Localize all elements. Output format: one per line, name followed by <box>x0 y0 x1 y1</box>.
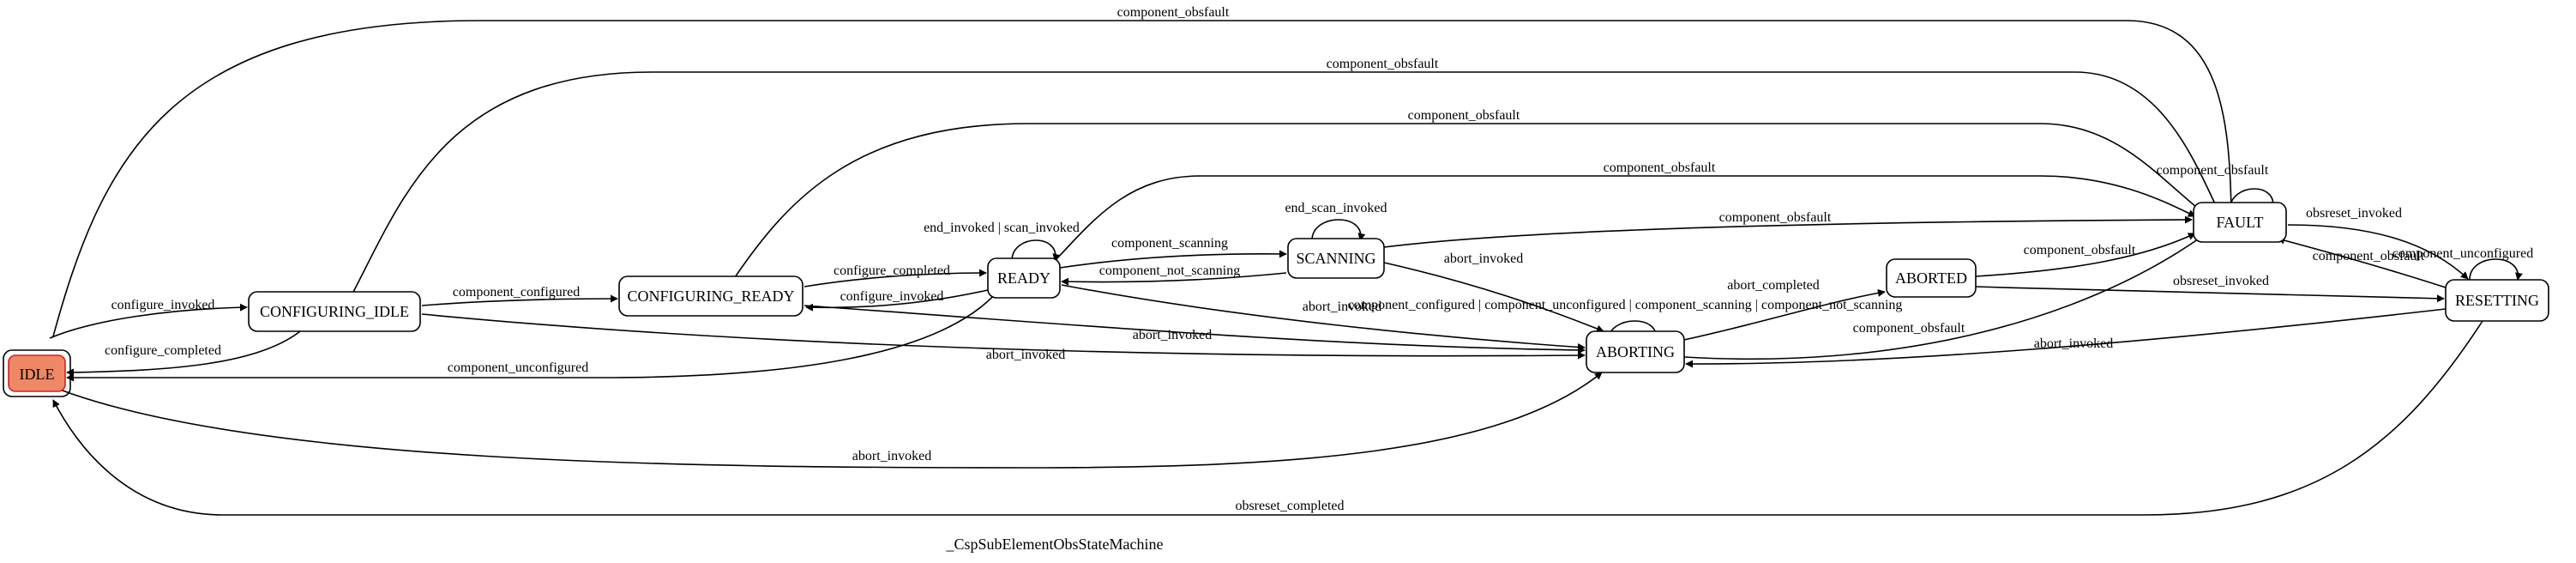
edge-label: abort_invoked <box>986 348 1065 362</box>
state-aborted: ABORTED <box>1886 258 1977 298</box>
state-label: ABORTING <box>1596 343 1675 360</box>
state-configuring-ready: CONFIGURING_READY <box>618 275 803 317</box>
edge-label: configure_invoked <box>111 298 215 312</box>
edge-label: component_obsfault <box>2157 163 2269 178</box>
edge-ready-to-fault: component_obsfault <box>1056 160 2196 260</box>
state-scanning: SCANNING <box>1287 238 1385 279</box>
edge-ready-to-scanning: component_scanning <box>1059 236 1287 269</box>
edge-ready-to-aborting: abort_invoked <box>1061 284 1586 351</box>
edge-label: obsreset_invoked <box>2306 206 2402 221</box>
edge-configuring-idle-to-idle: configure_completed <box>66 330 301 377</box>
state-label: READY <box>997 269 1050 287</box>
edge-label: component_obsfault <box>2024 243 2136 257</box>
edge-label: component_obsfault <box>1327 57 1439 71</box>
edge-label: abort_invoked <box>852 449 931 463</box>
edge-resetting-to-fault: component_obsfault <box>2277 236 2447 288</box>
edge-label: component_obsfault <box>1117 5 1230 20</box>
edge-label: obsreset_completed <box>1235 499 1344 513</box>
edge-idle-to-aborting: abort_invoked <box>59 372 1603 469</box>
edge-configuring-ready-to-fault: component_obsfault <box>732 108 2206 281</box>
state-fault: FAULT <box>2193 202 2287 243</box>
edge-label: configure_completed <box>834 263 950 278</box>
state-configuring-idle: CONFIGURING_IDLE <box>248 291 421 332</box>
edge-label: component_unconfigured <box>2392 246 2533 261</box>
edge-label: abort_invoked <box>1133 328 1212 342</box>
edge-scanning-to-aborting: abort_invoked <box>1383 251 1604 333</box>
edge-scanning-to-fault: component_obsfault <box>1383 210 2193 248</box>
edge-label: component_configured <box>453 285 580 300</box>
state-label: ABORTED <box>1895 269 1967 287</box>
state-idle: IDLE <box>3 349 71 397</box>
edge-label: component_unconfigured <box>448 360 588 375</box>
state-label: CONFIGURING_IDLE <box>260 303 409 320</box>
edge-label: obsreset_invoked <box>2173 274 2269 288</box>
edge-label: component_obsfault <box>1853 321 1965 336</box>
edge-configuring-idle-to-configuring-ready: component_configured <box>421 285 618 306</box>
edge-configuring-idle-to-fault: component_obsfault <box>351 57 2220 296</box>
edge-scanning-to-ready: component_not_scanning <box>1061 263 1287 286</box>
edge-label: configure_invoked <box>840 289 944 304</box>
state-label: FAULT <box>2216 214 2263 231</box>
edge-idle-to-fault: component_obsfault <box>52 5 2236 337</box>
edge-label: component_obsfault <box>1719 210 1832 225</box>
edge-label: component_obsfault <box>1604 160 1716 175</box>
edge-label: abort_invoked <box>2034 336 2113 351</box>
state-label: IDLE <box>20 366 55 383</box>
edge-label: end_invoked | scan_invoked <box>924 221 1080 235</box>
diagram-title: _CspSubElementObsStateMachine <box>946 536 1164 553</box>
edge-scanning-self: end_scan_invoked <box>1285 201 1387 241</box>
edge-ready-self: end_invoked | scan_invoked <box>924 221 1080 262</box>
edge-configuring-idle-to-aborting: abort_invoked <box>421 313 1586 362</box>
edge-aborted-to-fault: component_obsfault <box>1975 233 2196 277</box>
edge-label: component_scanning <box>1111 236 1228 251</box>
edge-configuring-ready-to-aborting: abort_invoked <box>803 305 1586 354</box>
state-resetting: RESETTING <box>2445 279 2549 322</box>
edge-fault-self: component_obsfault <box>2157 163 2278 210</box>
edge-label: component_obsfault <box>2313 249 2425 263</box>
edge-idle-to-configuring-idle: configure_invoked <box>49 298 248 339</box>
state-aborting: ABORTING <box>1586 330 1685 373</box>
edge-label: abort_completed <box>1727 278 1820 293</box>
edge-label: component_configured | component_unconfi… <box>1348 298 1903 312</box>
edge-label: abort_invoked <box>1444 251 1523 266</box>
edge-aborted-to-resetting: obsreset_invoked <box>1975 274 2445 303</box>
edge-resetting-to-idle: obsreset_completed <box>52 320 2483 516</box>
edge-fault-to-resetting: obsreset_invoked <box>2287 206 2469 280</box>
edge-label: abort_invoked <box>1303 300 1381 314</box>
state-label: CONFIGURING_READY <box>627 288 794 305</box>
edge-ready-to-idle: component_unconfigured <box>66 286 1002 382</box>
edge-aborting-to-fault: component_obsfault <box>1683 234 2205 360</box>
state-label: SCANNING <box>1296 250 1375 267</box>
edge-label: component_not_scanning <box>1099 263 1240 278</box>
edge-label: component_obsfault <box>1408 108 1520 123</box>
edge-label: end_scan_invoked <box>1285 201 1387 215</box>
edge-resetting-to-aborting: abort_invoked <box>1685 308 2447 368</box>
edge-ready-to-configuring-ready: configure_invoked <box>805 289 989 312</box>
state-ready: READY <box>987 257 1061 299</box>
edge-aborting-to-aborted: abort_completed <box>1683 278 1886 341</box>
edge-resetting-self: component_unconfigured <box>2392 246 2533 281</box>
edge-label: configure_completed <box>105 343 221 358</box>
state-label: RESETTING <box>2455 292 2539 309</box>
edge-configuring-ready-to-ready: configure_completed <box>803 263 987 288</box>
